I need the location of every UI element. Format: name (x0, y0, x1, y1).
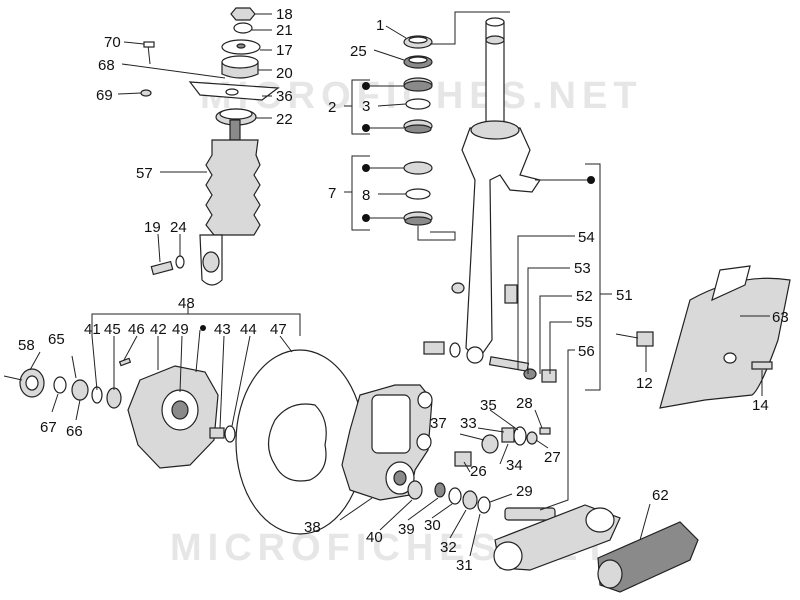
label-68: 68 (98, 57, 115, 74)
label-32: 32 (440, 539, 457, 556)
label-48: 48 (178, 295, 195, 312)
label-49: 49 (172, 321, 189, 338)
wheel-hub-assembly (19, 357, 236, 469)
label-37: 37 (430, 415, 447, 432)
label-41: 41 (84, 321, 101, 338)
label-24: 24 (170, 219, 187, 236)
label-44: 44 (240, 321, 257, 338)
washer-40-shape (407, 480, 423, 500)
mudguard-assembly (636, 265, 791, 409)
label-12: 12 (636, 375, 653, 392)
label-46: 46 (128, 321, 145, 338)
label-17: 17 (276, 42, 293, 59)
nut-69-shape (140, 89, 152, 97)
spacer-33-shape (501, 427, 515, 443)
label-67: 67 (40, 419, 57, 436)
label-38: 38 (304, 519, 321, 536)
label-62: 62 (652, 487, 669, 504)
label-19: 19 (144, 219, 161, 236)
leader-lines (3, 11, 770, 557)
bearing-32-shape (462, 490, 478, 510)
shock-absorber-assembly (140, 7, 280, 286)
label-57: 57 (136, 165, 153, 182)
label-28: 28 (516, 395, 533, 412)
label-65: 65 (48, 331, 65, 348)
bolt-70-shape (143, 41, 155, 48)
label-52: 52 (576, 288, 593, 305)
label-56: 56 (578, 343, 595, 360)
label-53: 53 (574, 260, 591, 277)
label-39: 39 (398, 521, 415, 538)
bearing-3-shape (405, 98, 431, 110)
label-31: 31 (456, 557, 473, 574)
washer-67-shape (53, 376, 67, 394)
link-arm-assembly (493, 504, 699, 593)
label-70: 70 (104, 34, 121, 51)
label-18: 18 (276, 6, 293, 23)
washer-35-shape (513, 426, 527, 446)
label-33: 33 (460, 415, 477, 432)
label-27: 27 (544, 449, 561, 466)
mudguard-63-shape (659, 277, 791, 409)
cover-62-shape (597, 521, 699, 593)
label-43: 43 (214, 321, 231, 338)
washer-30-shape (448, 487, 462, 505)
screw-46-shape (118, 357, 132, 367)
label-51: 51 (616, 287, 633, 304)
washer-24-shape (175, 255, 185, 269)
label-2: 2 (328, 99, 336, 116)
steering-bearings (403, 35, 433, 226)
washer-21-shape (233, 22, 253, 34)
label-34: 34 (506, 457, 523, 474)
label-14: 14 (752, 397, 769, 414)
caliper-arm-assembly (341, 384, 551, 514)
label-55: 55 (576, 314, 593, 331)
label-22: 22 (276, 111, 293, 128)
label-45: 45 (104, 321, 121, 338)
label-7: 7 (328, 185, 336, 202)
bush-26-shape (454, 451, 472, 467)
shock-bellows-shape (205, 139, 261, 236)
nut-37-shape (481, 434, 499, 454)
screw-14-shape (751, 361, 773, 370)
screw-28-shape (539, 427, 551, 435)
fork-body-shape (461, 127, 541, 361)
label-42: 42 (150, 321, 167, 338)
bolt-19-shape (150, 260, 174, 276)
label-3: 3 (362, 98, 370, 115)
label-21: 21 (276, 22, 293, 39)
bearing-8-shape (405, 188, 431, 200)
label-63: 63 (772, 309, 789, 326)
label-20: 20 (276, 65, 293, 82)
label-40: 40 (366, 529, 383, 546)
label-36: 36 (276, 88, 293, 105)
label-1: 1 (376, 17, 384, 34)
label-8: 8 (362, 187, 370, 204)
washer-39-shape (434, 482, 446, 498)
clip-12-shape (636, 331, 654, 347)
brake-disc-assembly (235, 349, 365, 535)
label-47: 47 (270, 321, 287, 338)
washer-31-shape (477, 496, 491, 514)
label-25: 25 (350, 43, 367, 60)
label-30: 30 (424, 517, 441, 534)
label-58: 58 (18, 337, 35, 354)
label-54: 54 (578, 229, 595, 246)
nut-18-shape (230, 7, 256, 21)
part-labels: 18 21 17 20 36 22 70 68 69 57 19 24 1 25… (18, 6, 789, 574)
label-29: 29 (516, 483, 533, 500)
washer-44-shape (224, 425, 236, 443)
spacer-66-shape (71, 379, 89, 401)
steering-tube-fork (423, 17, 557, 383)
label-66: 66 (66, 423, 83, 440)
label-69: 69 (96, 87, 113, 104)
label-35: 35 (480, 397, 497, 414)
label-26: 26 (470, 463, 487, 480)
shaft-56-shape (504, 507, 556, 521)
